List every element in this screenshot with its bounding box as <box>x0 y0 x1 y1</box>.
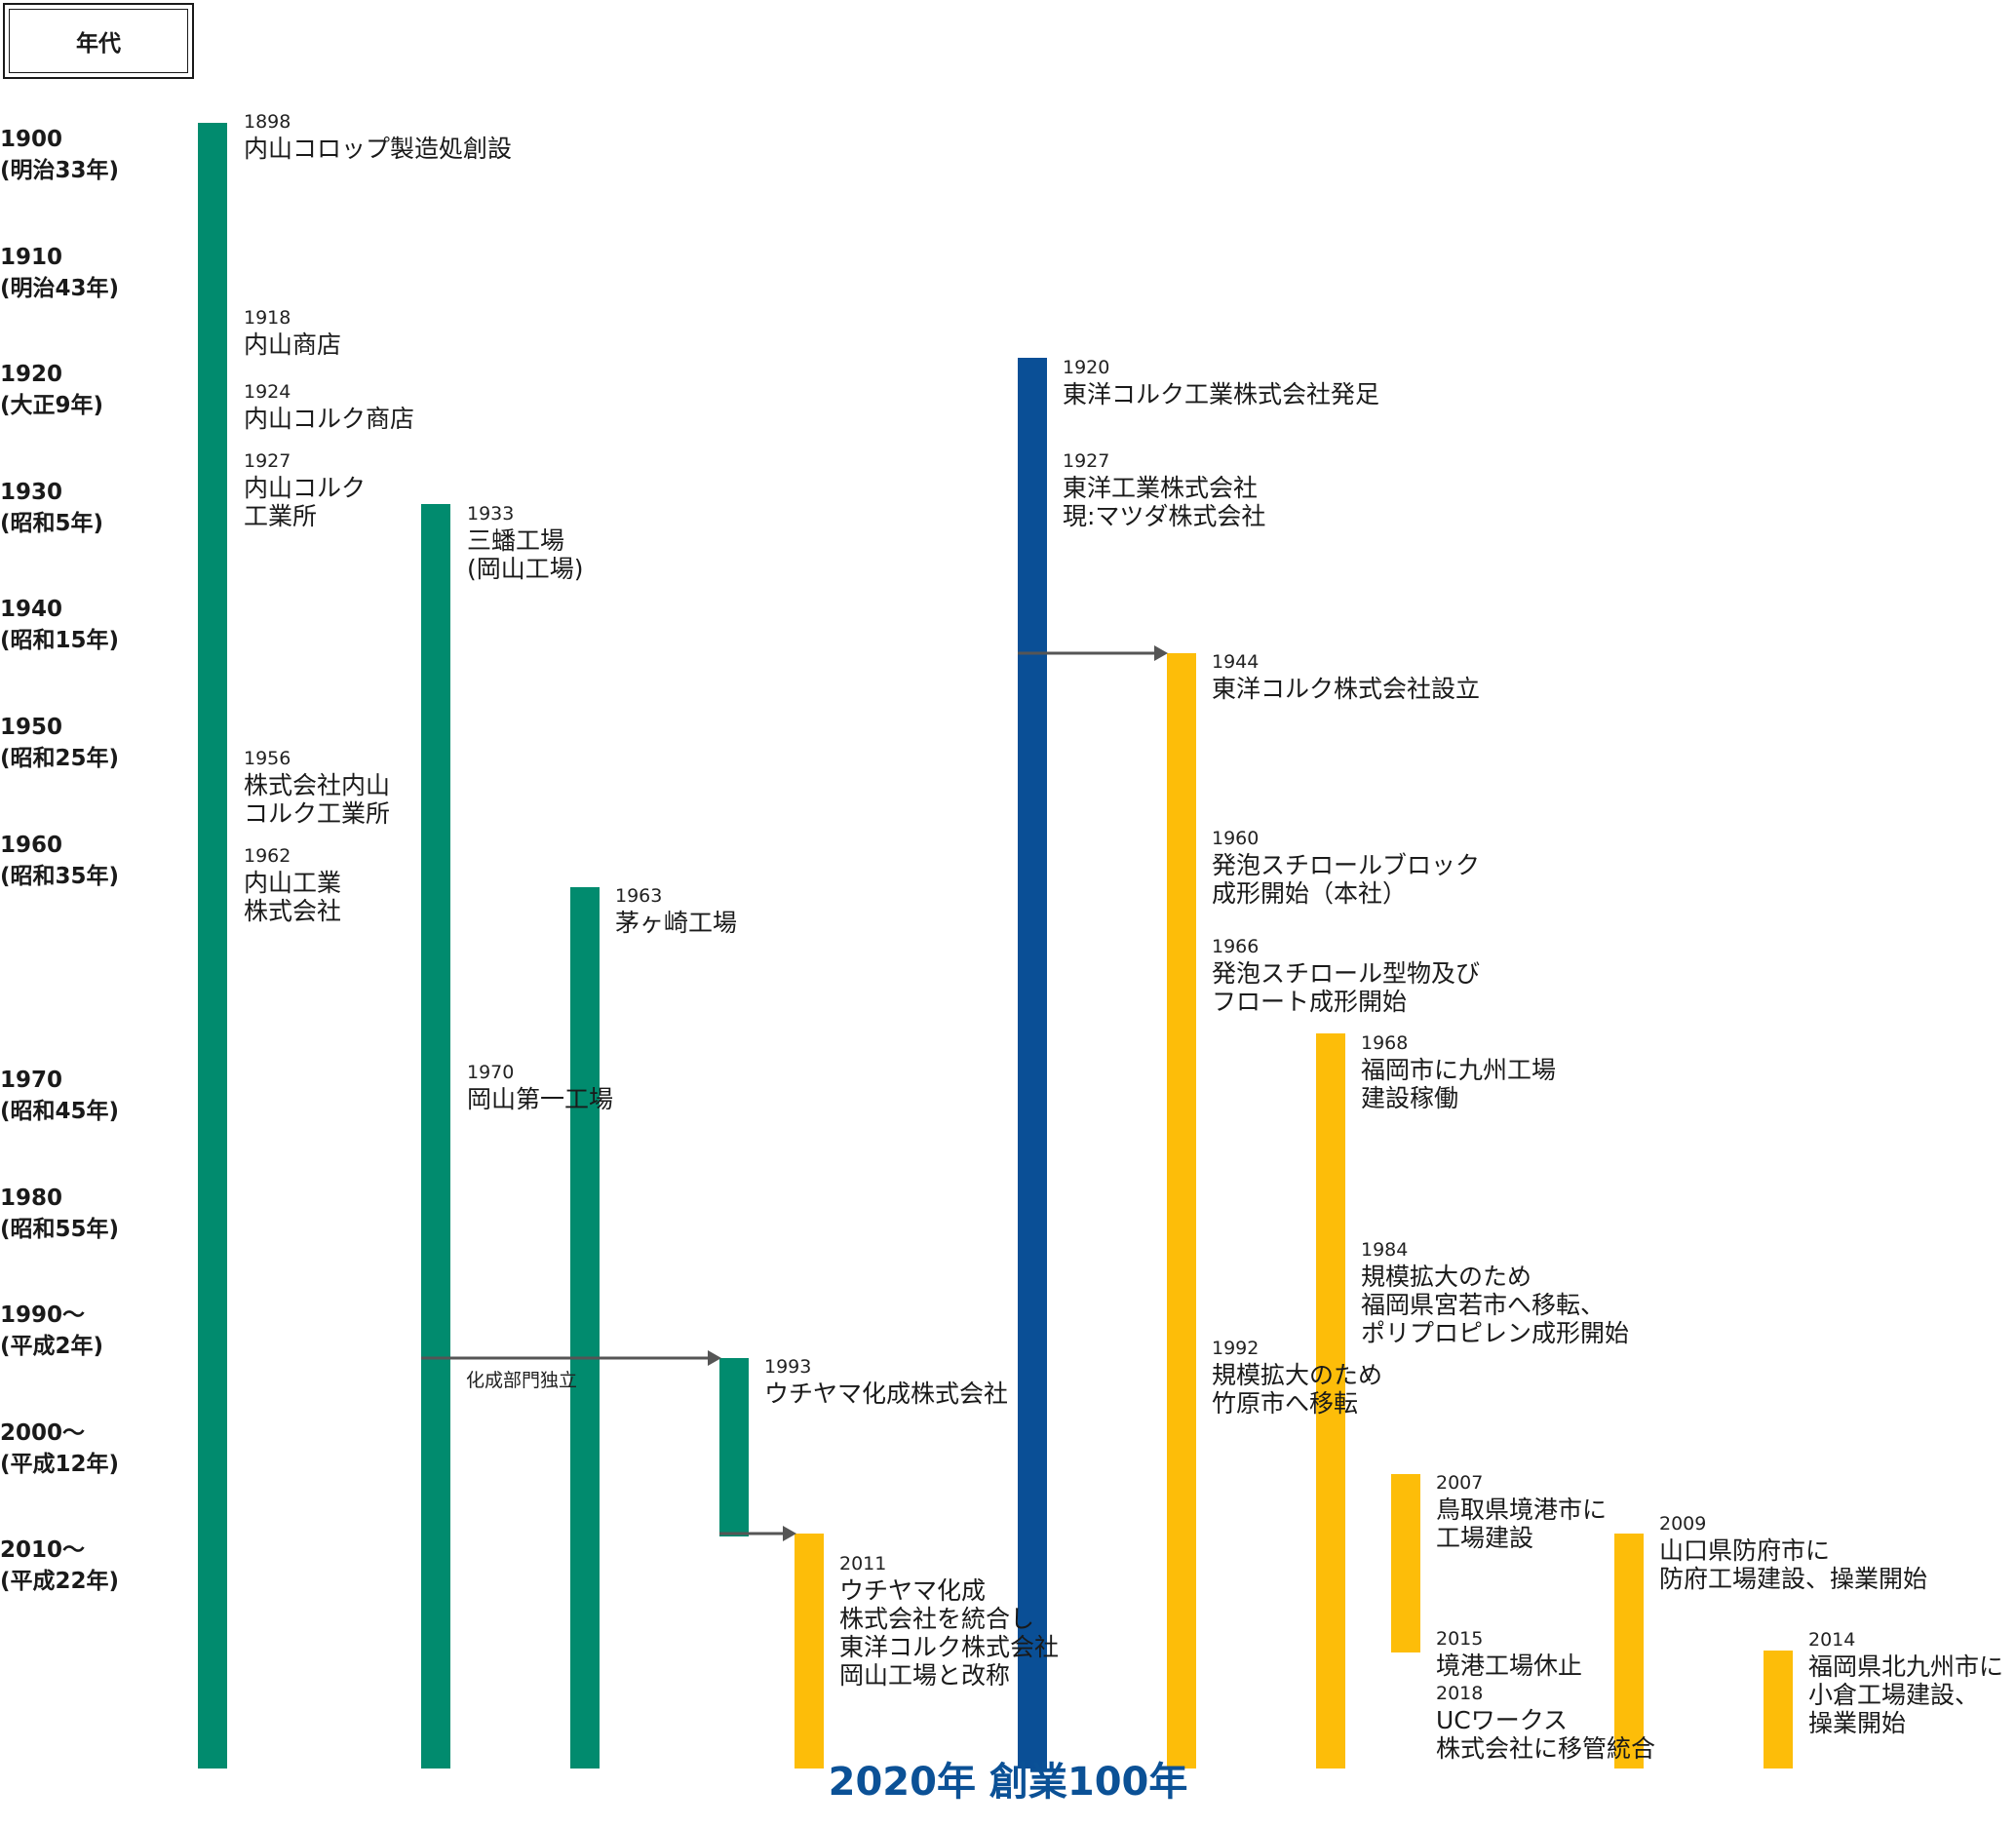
footer-anniversary: 2020年 創業100年 <box>828 1760 1188 1805</box>
decade-label: 1950(昭和25年) <box>0 715 120 771</box>
chigasaki-bar <box>570 887 600 1769</box>
kyushu-factory-bar <box>1316 1033 1345 1769</box>
hofu-factory-bar <box>1614 1534 1644 1769</box>
decade-label: 1930(昭和5年) <box>0 480 104 536</box>
okayama-bar <box>421 504 450 1769</box>
toyo-cork-bar <box>1167 653 1196 1769</box>
era-header-label: 年代 <box>9 9 188 73</box>
decade-label: 1910(明治43年) <box>0 245 120 301</box>
uchiyama-main-bar <box>198 123 227 1769</box>
sakaiminato-factory-bar <box>1391 1474 1420 1652</box>
toyo-cork-kogyo-bar <box>1018 358 1047 1769</box>
decade-label: 1990～(平成2年) <box>0 1302 104 1359</box>
decade-label: 2000～(平成12年) <box>0 1420 120 1477</box>
branch-label: 化成部門独立 <box>466 1370 578 1391</box>
okayama-factory-bar <box>795 1534 824 1769</box>
decade-label: 1980(昭和55年) <box>0 1186 120 1242</box>
decade-label: 1960(昭和35年) <box>0 833 120 889</box>
decade-label: 1940(昭和15年) <box>0 597 120 653</box>
decade-label: 1970(昭和45年) <box>0 1068 120 1124</box>
decade-label: 2010～(平成22年) <box>0 1537 120 1594</box>
decade-label: 1900(明治33年) <box>0 127 120 183</box>
kokura-factory-bar <box>1764 1651 1793 1769</box>
uchiyama-kasei-bar <box>719 1358 749 1536</box>
era-header-box: 年代 <box>3 3 194 79</box>
arrowhead <box>1154 645 1168 661</box>
decade-label: 1920(大正9年) <box>0 362 104 418</box>
